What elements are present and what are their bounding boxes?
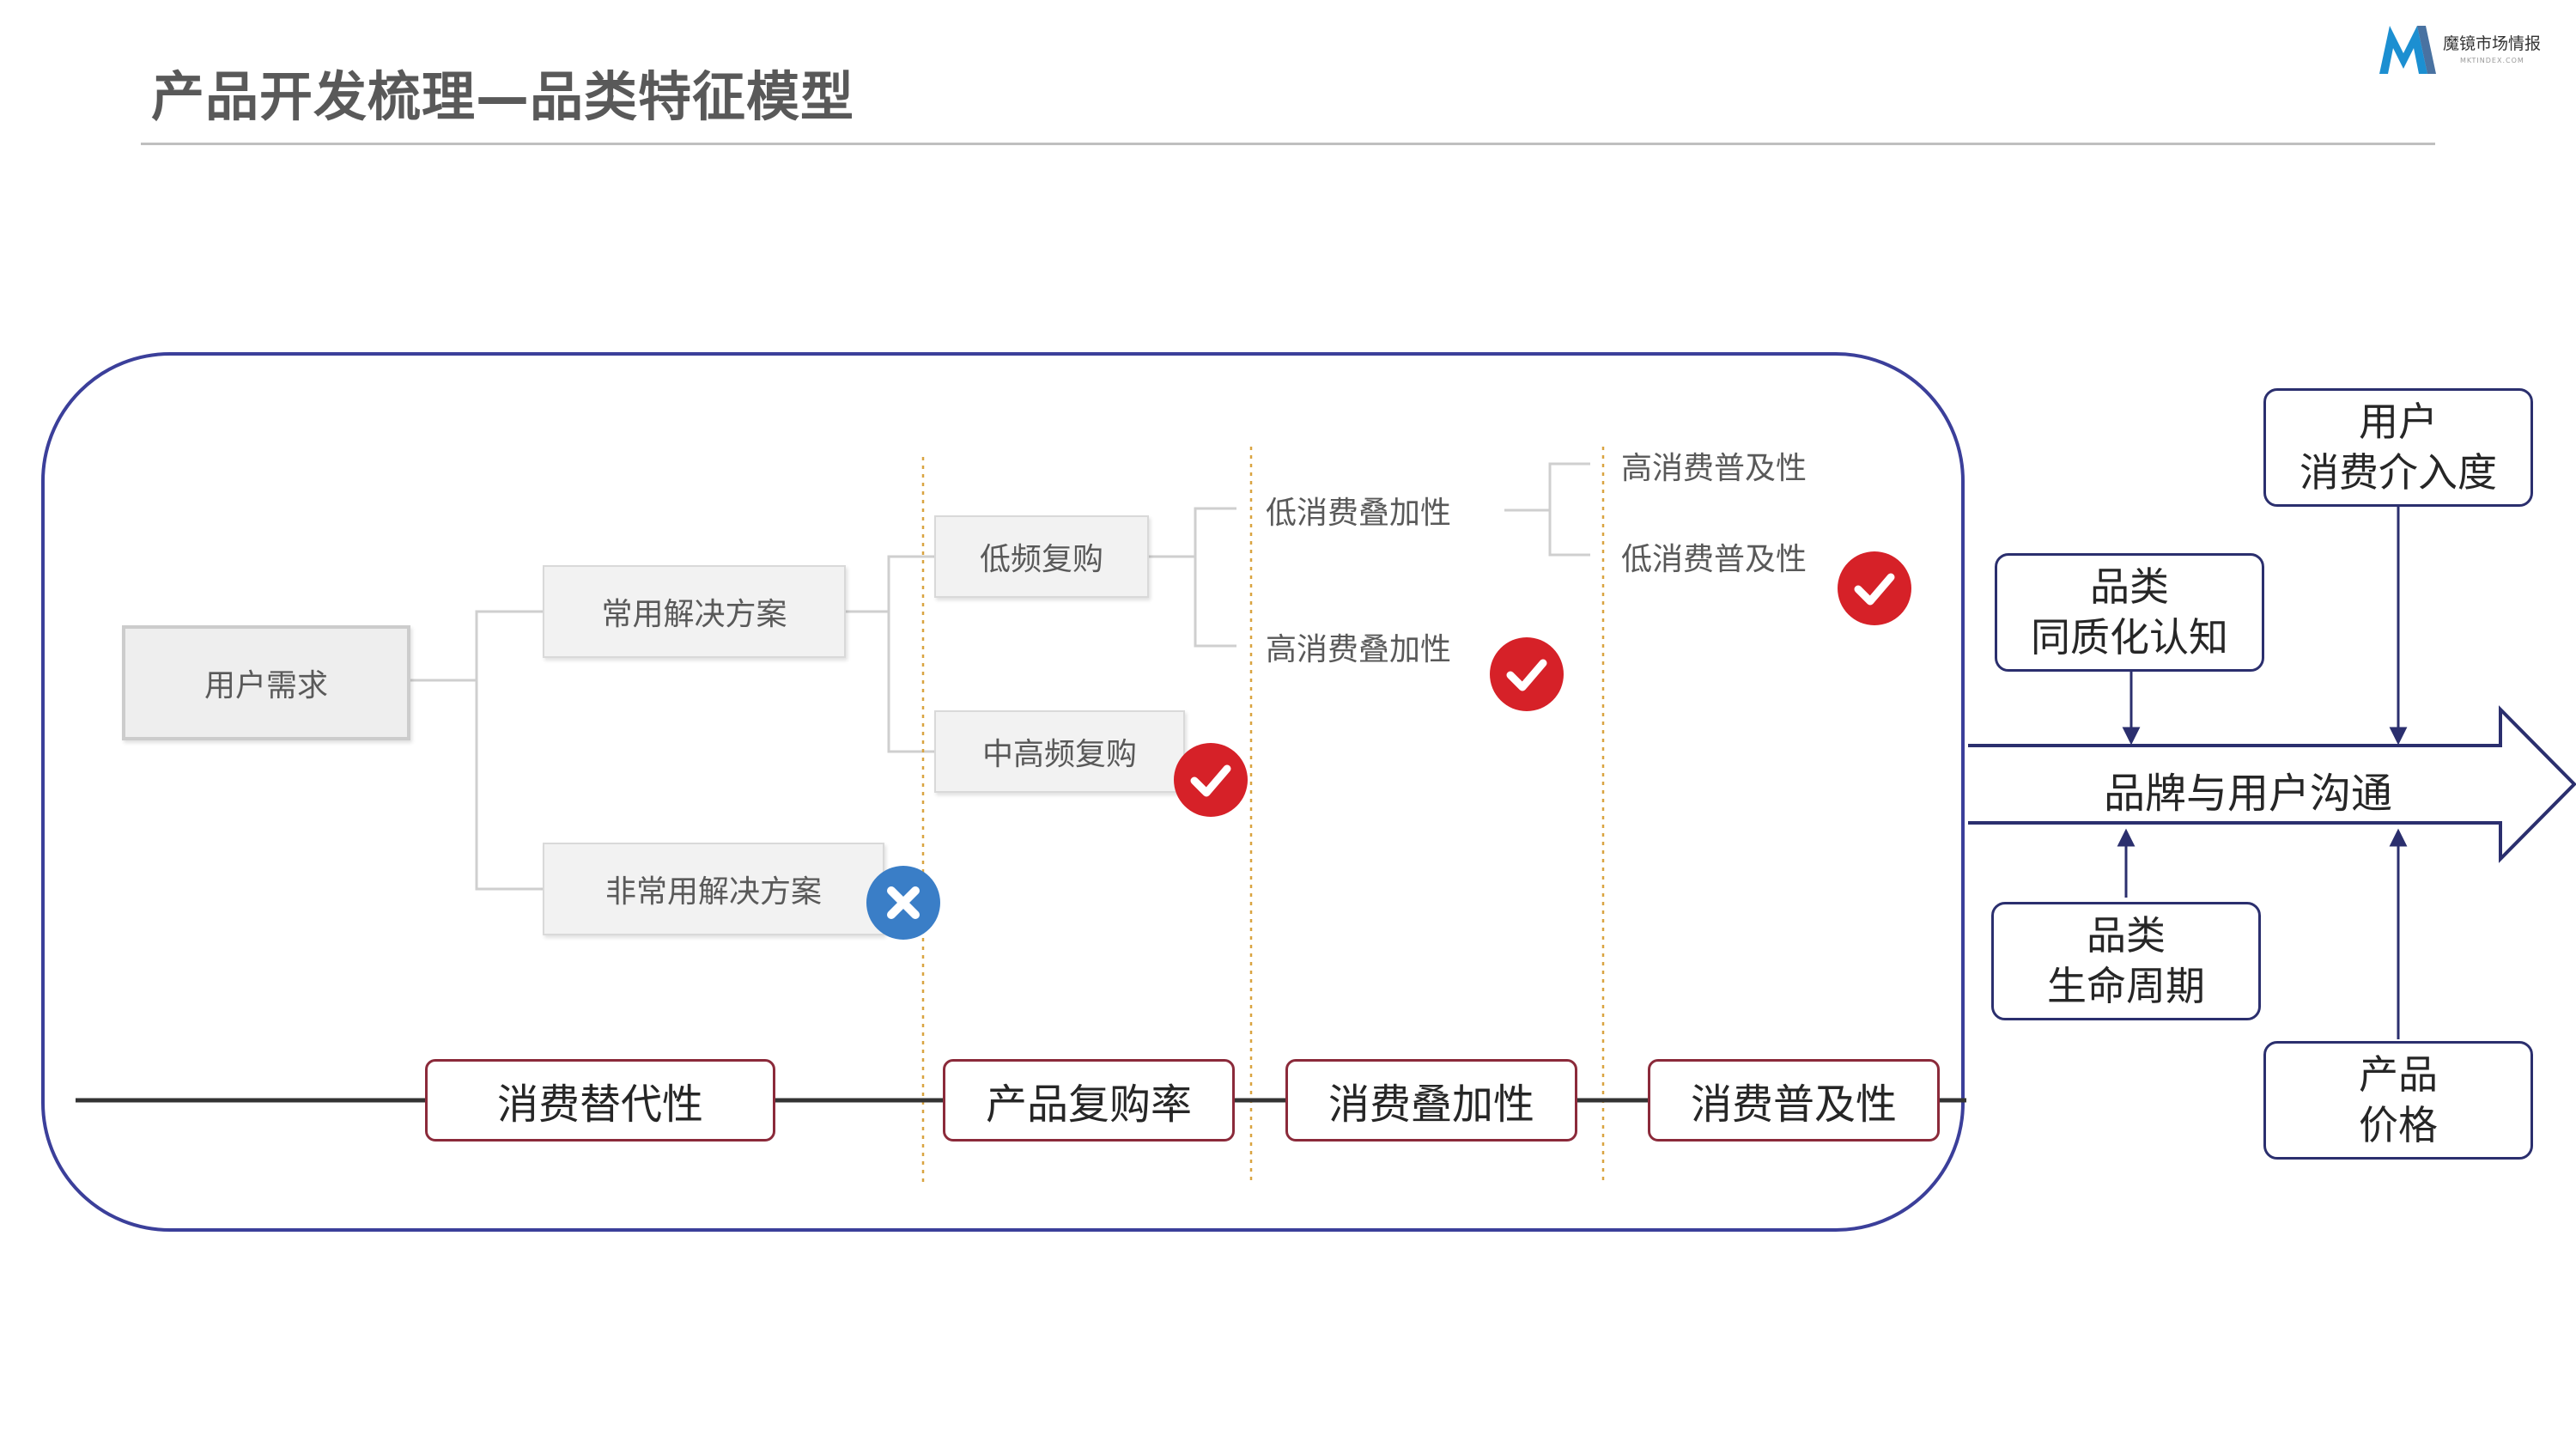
factor-user-involvement: 用户 消费介入度 [2263,388,2533,507]
leaf-high-stack: 高消费叠加性 [1266,632,1452,667]
check-icon [1490,637,1564,711]
factor-product-price: 产品 价格 [2263,1041,2533,1160]
dimension-popularity: 消费普及性 [1648,1059,1940,1142]
factor-category-homogeneity: 品类 同质化认知 [1995,553,2264,672]
factor-line: 用户 [2359,399,2438,446]
factor-line: 生命周期 [2047,963,2205,1009]
leaf-low-stack: 低消费叠加性 [1266,496,1452,531]
stage-dividers [921,447,1605,1185]
factor-line: 品类 [2090,563,2169,611]
cross-icon [866,866,940,940]
factor-category-lifecycle: 品类 生命周期 [1991,902,2261,1020]
factor-line: 价格 [2359,1102,2438,1148]
title-divider [141,143,2435,145]
factor-line: 品类 [2087,912,2166,959]
node-mid-high-repurchase: 中高频复购 [934,710,1185,793]
model-frame [41,352,1965,1232]
brand-logo [2374,19,2555,79]
node-user-need: 用户需求 [122,625,410,740]
dimension-repurchase-rate: 产品复购率 [943,1059,1235,1142]
check-icon [1838,551,1911,625]
communication-arrow-label: 品牌与用户沟通 [2104,770,2393,818]
logo-m-icon [2379,26,2436,74]
node-common-solution: 常用解决方案 [543,565,846,658]
factor-line: 产品 [2359,1051,2438,1099]
node-low-repurchase: 低频复购 [934,515,1149,598]
leaf-high-popularity: 高消费普及性 [1621,451,1807,486]
page-title: 产品开发梳理—品类特征模型 [151,65,855,128]
logo-text: 魔镜市场情报 [2443,34,2542,53]
check-icon [1174,743,1248,817]
node-uncommon-solution: 非常用解决方案 [543,843,884,935]
factor-line: 同质化认知 [2031,614,2228,661]
leaf-low-popularity: 低消费普及性 [1621,542,1807,577]
communication-arrow [1968,705,2576,863]
logo-subtext: MKTINDEX.COM [2460,57,2524,64]
factor-line: 消费介入度 [2300,449,2497,496]
dimension-stackability: 消费叠加性 [1285,1059,1577,1142]
dimension-substitutability: 消费替代性 [425,1059,775,1142]
